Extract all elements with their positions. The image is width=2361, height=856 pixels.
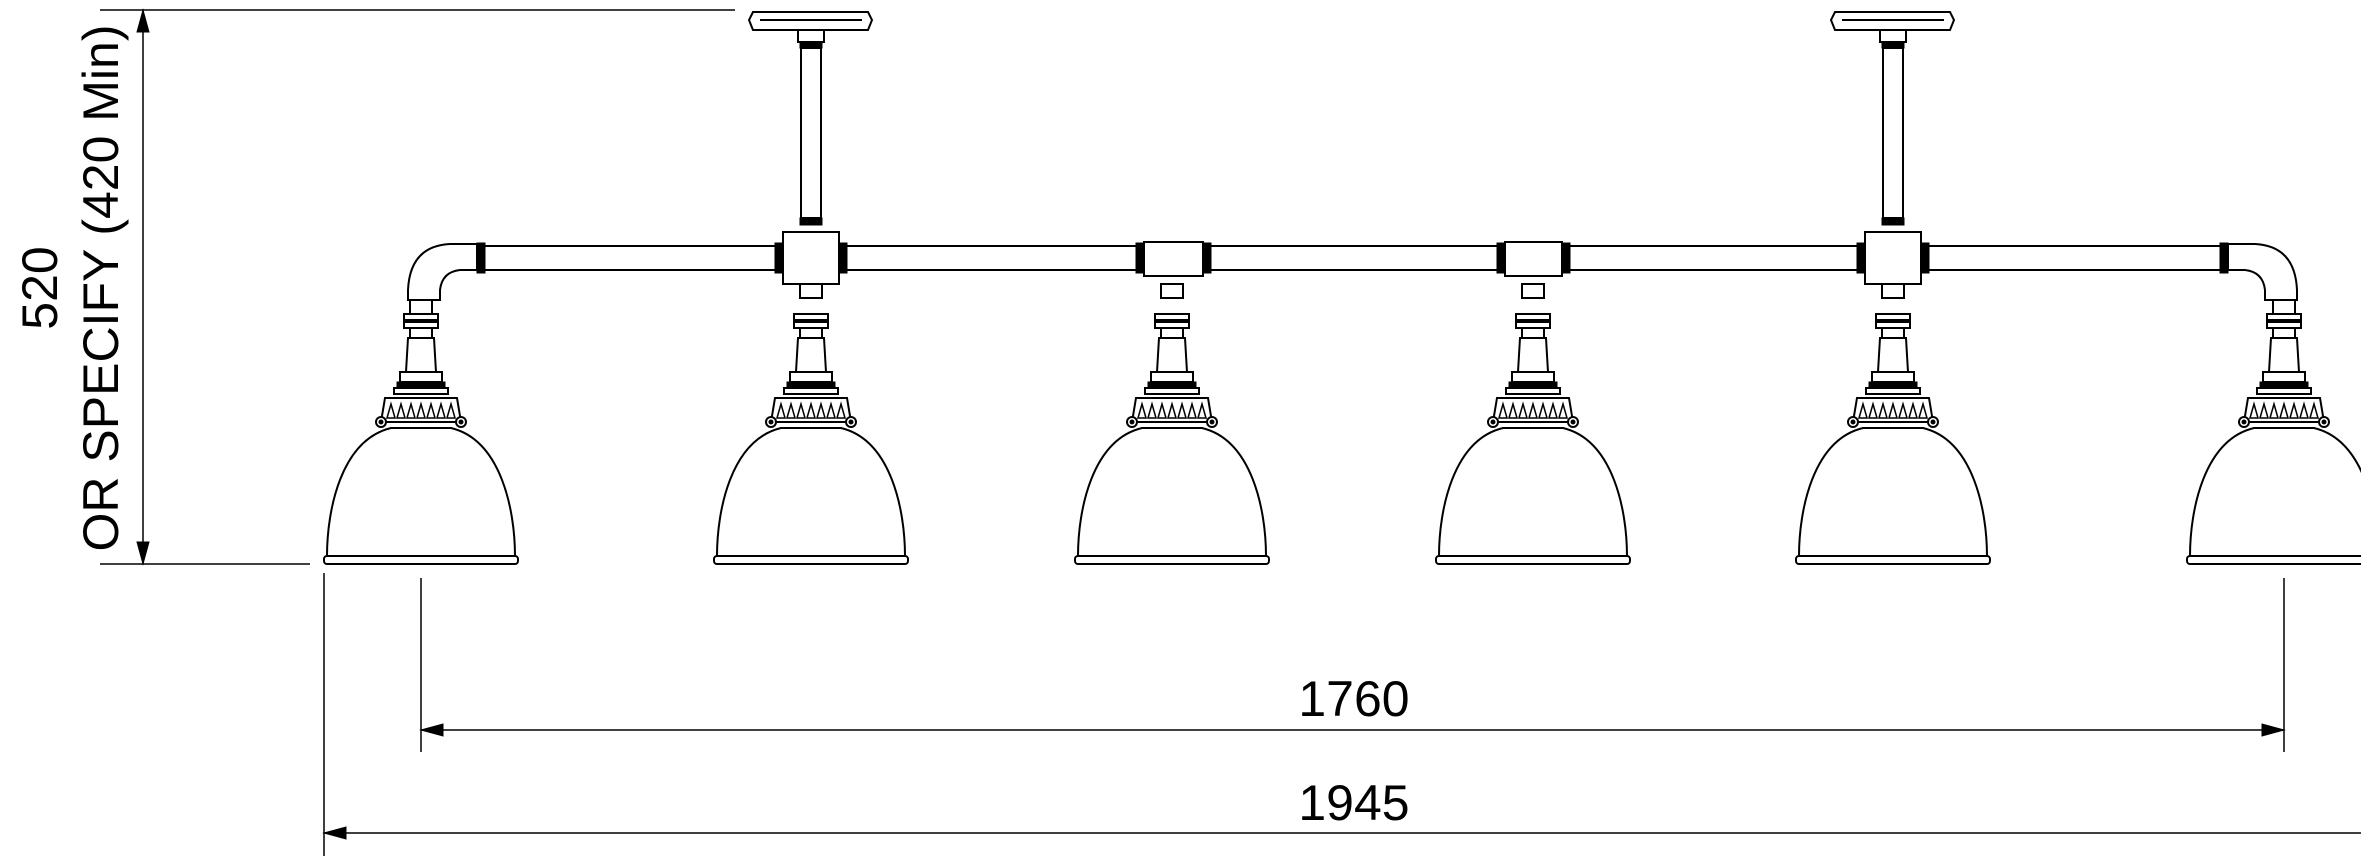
elbow-right: [2227, 243, 2298, 301]
dome-shade: [1076, 427, 1268, 557]
cross-fitting-2: [1864, 231, 1922, 285]
pendants: [323, 283, 2361, 565]
shade-rim: [2186, 555, 2361, 565]
tee-fitting-1: [1143, 241, 1204, 277]
collar-ring: [2266, 313, 2302, 321]
cross-fitting-1: [782, 231, 840, 285]
pendant-lamp: [1435, 283, 1631, 565]
dome-shade: [2188, 427, 2361, 557]
shade-rim: [1435, 555, 1631, 565]
dome-shade: [715, 427, 907, 557]
shade-rim: [323, 555, 519, 565]
collar-ring: [1875, 313, 1911, 321]
pendant-lamp: [1795, 283, 1991, 565]
tee-fitting-2: [1504, 241, 1563, 277]
dome-shade: [1797, 427, 1989, 557]
lamp-neck: [2267, 337, 2301, 373]
pendant-lamp: [323, 299, 519, 565]
collar-ring: [403, 313, 439, 321]
overall-width-label: 1945: [1298, 775, 1409, 831]
shade-rim: [1074, 555, 1270, 565]
height-note-label: OR SPECIFY (420 Min): [73, 24, 129, 551]
lamp-neck: [1155, 337, 1189, 373]
pendant-lamp: [1074, 283, 1270, 565]
lamp-neck: [1876, 337, 1910, 373]
center-span-dimension: 1760: [419, 578, 2286, 752]
lamp-neck: [794, 337, 828, 373]
shade-rim: [713, 555, 909, 565]
collar-ring: [793, 313, 829, 321]
dome-shade: [325, 427, 517, 557]
elbow-left: [407, 243, 478, 301]
arrowhead-span-right: [2261, 723, 2286, 737]
dome-shade: [1437, 427, 1629, 557]
arrowhead-span-left: [419, 723, 444, 737]
collar-ring: [1154, 313, 1190, 321]
shade-rim: [1795, 555, 1991, 565]
arrowhead-overall-left: [322, 826, 347, 840]
center-span-label: 1760: [1298, 671, 1409, 727]
pendant-lamp: [2186, 299, 2361, 565]
lamp-neck: [1516, 337, 1550, 373]
horizontal-pipe: [407, 231, 2298, 301]
arrowhead-bottom: [136, 541, 150, 566]
lamp-neck: [404, 337, 438, 373]
overall-width-dimension: 1945: [322, 573, 2361, 856]
ceiling-mount-left: [747, 11, 874, 226]
height-value-label: 520: [12, 246, 68, 329]
height-dimension: 520 OR SPECIFY (420 Min): [12, 8, 735, 566]
collar-ring: [1515, 313, 1551, 321]
ceiling-mount-right: [1829, 11, 1956, 226]
pendant-lamp: [713, 283, 909, 565]
arrowhead-top: [136, 8, 150, 33]
